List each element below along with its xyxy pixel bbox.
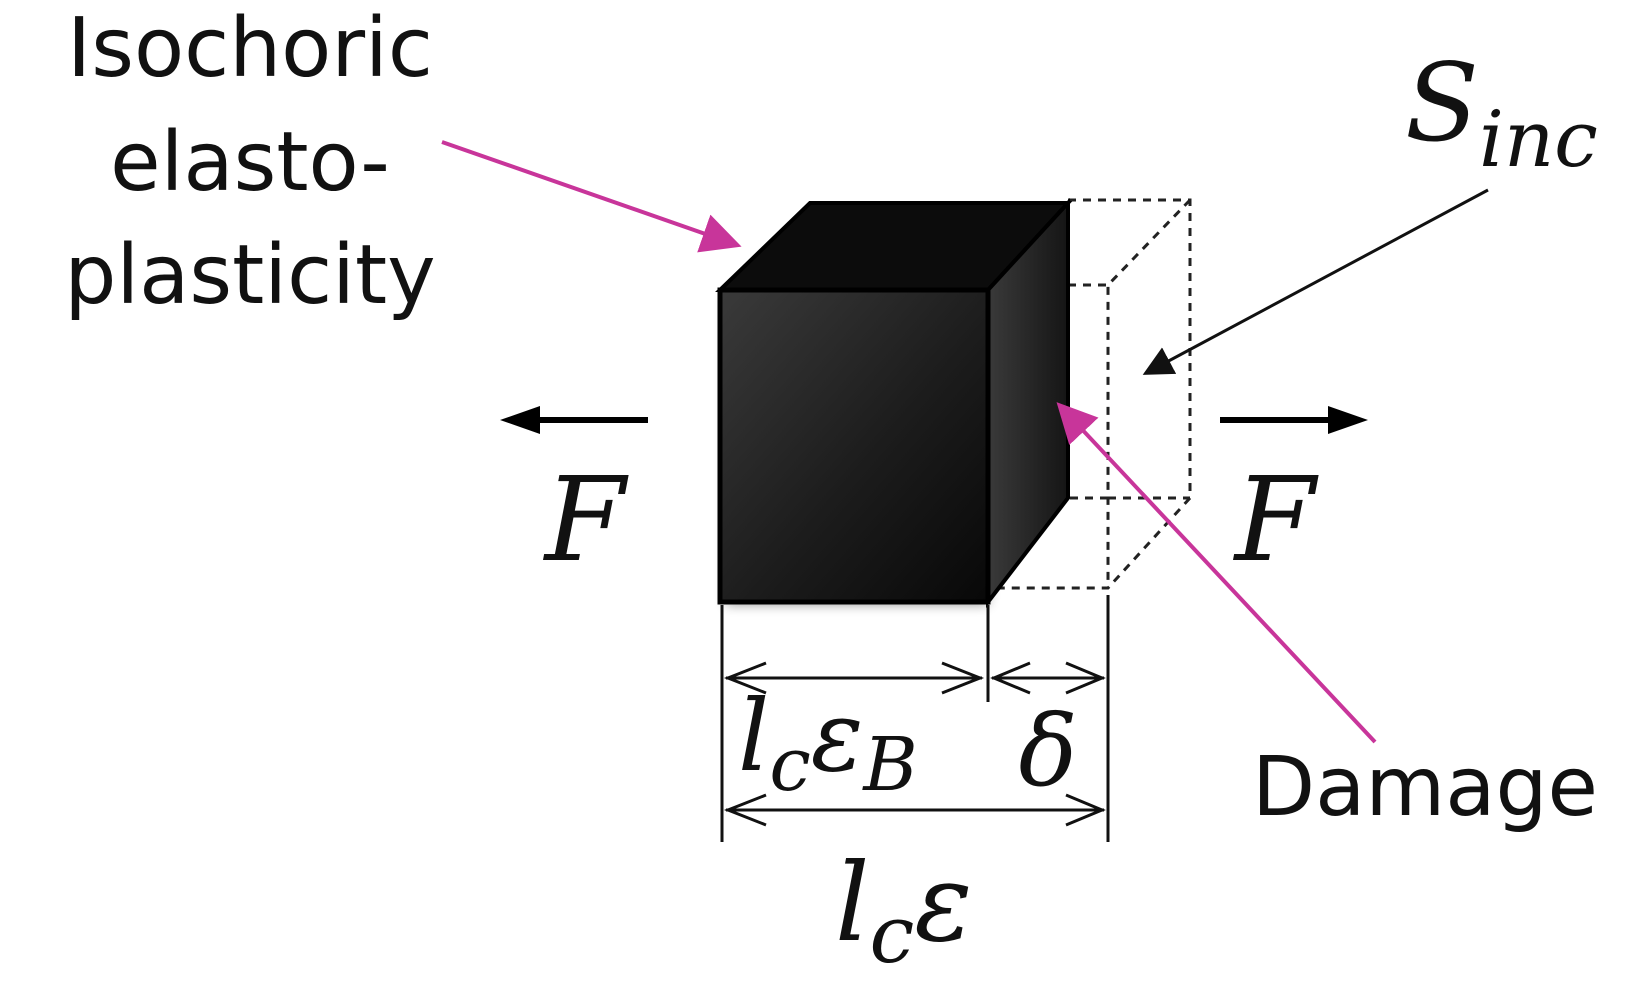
force-arrow-left [500,406,648,434]
lc-e-eps: ε [914,841,972,966]
delta-label: δ [1018,695,1077,809]
isochoric-pointer-arrow [441,140,742,253]
force-label-right: F [1233,453,1319,588]
lc-eb-l: l [738,680,769,794]
lc-eb-b: B [861,722,917,808]
s-inc-label: Sinc [1405,41,1598,185]
lc-eb-c: c [769,722,810,808]
isochoric-label-line-1: Isochoric [67,1,433,96]
lc-e-label: lcε [835,841,972,981]
s-inc-main: S [1405,41,1479,166]
lc-e-c: c [870,888,915,981]
isochoric-label-line-3: plasticity [64,228,435,323]
s-inc-subscript: inc [1479,95,1598,185]
force-label-left: F [543,453,629,588]
isochoric-label: Isochoric elasto- plasticity [64,1,435,323]
material-cube [715,197,1073,608]
dimension-arrow-lc-eb [723,661,985,695]
cube-front-face [717,287,991,605]
lc-eb-label: lcεB [738,680,918,808]
dimension-arrow-delta [990,661,1106,695]
dimension-extension-lines [720,595,1110,842]
dimension-arrow-lc-e [723,793,1106,827]
damage-pointer-arrow [1056,402,1377,744]
lc-e-l: l [835,841,870,966]
damage-label: Damage [1252,740,1598,835]
force-arrow-right [1220,406,1368,434]
lc-eb-eps: ε [811,680,864,794]
isochoric-label-line-2: elasto- [110,115,390,210]
s-inc-pointer-arrow [1142,188,1489,375]
